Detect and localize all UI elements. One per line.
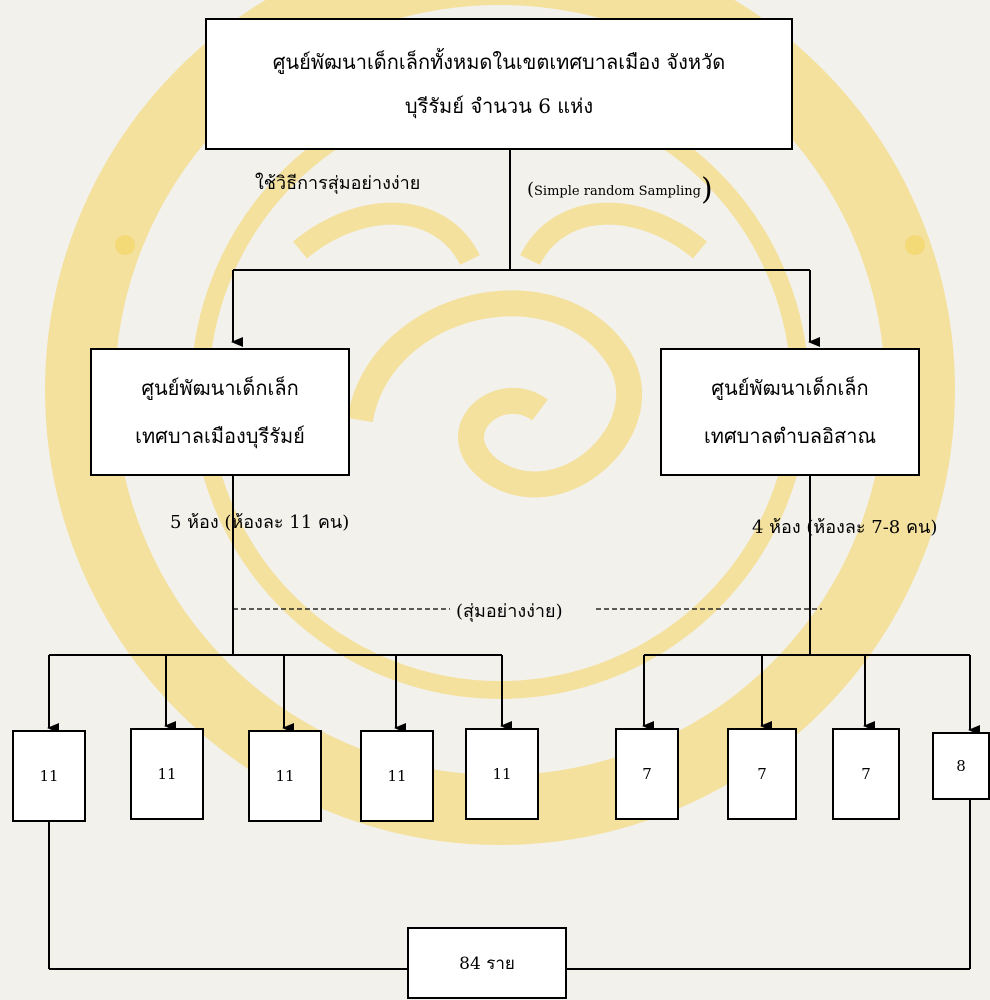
sampling-method-label: ใช้วิธีการสุ่มอย่างง่าย xyxy=(255,168,420,197)
right-rooms-label: 4 ห้อง (ห้องละ 7-8 คน) xyxy=(752,517,938,538)
left-rooms-label: 5 ห้อง (ห้องละ 11 คน) xyxy=(170,512,350,533)
room-box: 11 xyxy=(360,730,434,822)
room-count: 11 xyxy=(492,765,512,783)
room-box: 8 xyxy=(932,732,990,800)
left-center-box: ศูนย์พัฒนาเด็กเล็ก เทศบาลเมืองบุรีรัมย์ xyxy=(90,348,350,476)
sampling-method-thai: ใช้วิธีการสุ่มอย่างง่าย xyxy=(255,173,421,194)
close-paren: ) xyxy=(701,172,713,207)
all-centers-box: ศูนย์พัฒนาเด็กเล็กทั้งหมดในเขตเทศบาลเมือ… xyxy=(205,18,793,150)
room-count: 11 xyxy=(387,767,407,785)
room-box: 7 xyxy=(727,728,797,820)
sampling-method-english: Simple random Sampling xyxy=(534,184,701,199)
room-box: 11 xyxy=(465,728,539,820)
room-box: 7 xyxy=(832,728,900,820)
room-box: 7 xyxy=(615,728,679,820)
right-center-box: ศูนย์พัฒนาเด็กเล็ก เทศบาลตำบลอิสาณ xyxy=(660,348,920,476)
left-center-line2: เทศบาลเมืองบุรีรัมย์ xyxy=(135,424,305,448)
room-box: 11 xyxy=(248,730,322,822)
room-box: 11 xyxy=(12,730,86,822)
room-count: 11 xyxy=(39,767,59,785)
right-center-line2: เทศบาลตำบลอิสาณ xyxy=(703,424,877,448)
room-count: 8 xyxy=(956,757,966,775)
total-count: 84 ราย xyxy=(459,953,515,974)
open-paren: ( xyxy=(527,179,535,200)
room-box: 11 xyxy=(130,728,204,820)
room-count: 7 xyxy=(757,765,767,783)
left-center-line1: ศูนย์พัฒนาเด็กเล็ก xyxy=(141,376,299,400)
right-center-line1: ศูนย์พัฒนาเด็กเล็ก xyxy=(711,376,869,400)
room-count: 11 xyxy=(275,767,295,785)
room-count: 11 xyxy=(157,765,177,783)
random-sampling-label: (สุ่มอย่างง่าย) xyxy=(456,601,563,622)
all-centers-line1: ศูนย์พัฒนาเด็กเล็กทั้งหมดในเขตเทศบาลเมือ… xyxy=(272,50,726,74)
all-centers-line2: บุรีรัมย์ จำนวน 6 แห่ง xyxy=(404,94,594,118)
room-count: 7 xyxy=(861,765,871,783)
room-count: 7 xyxy=(642,765,652,783)
sampling-method-english-wrap: (Simple random Sampling) xyxy=(527,168,713,207)
total-box: 84 ราย xyxy=(407,927,567,999)
